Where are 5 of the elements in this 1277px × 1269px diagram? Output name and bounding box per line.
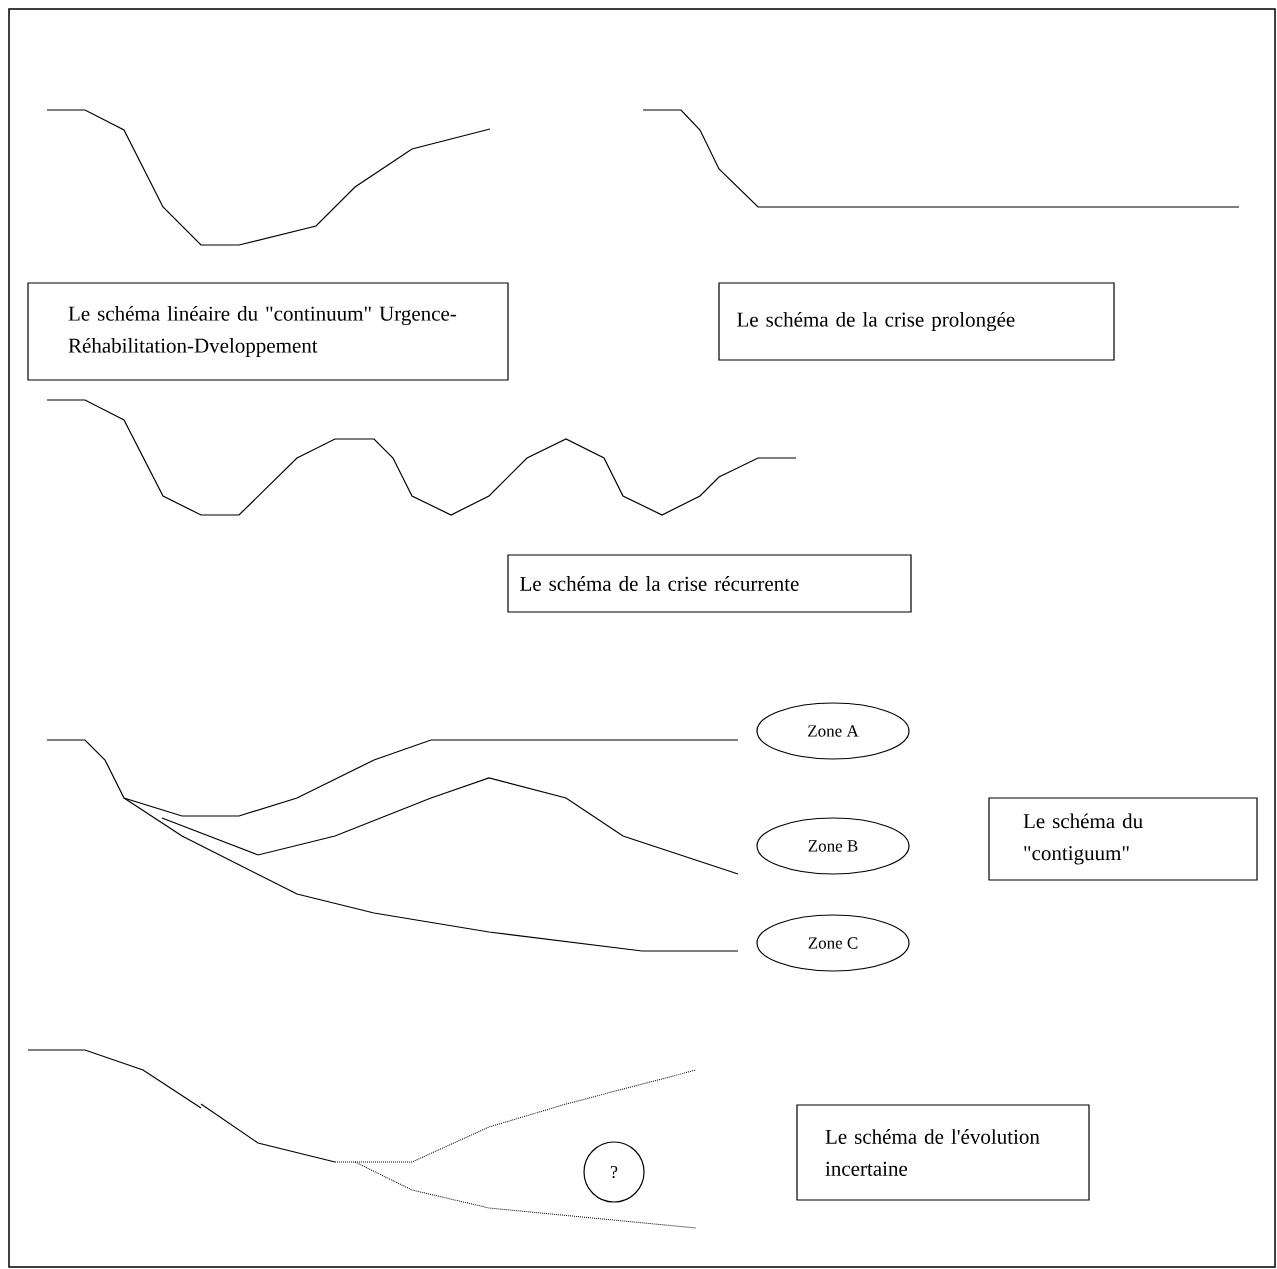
text-box: Le schéma de l'évolution incertaine bbox=[796, 1104, 1090, 1201]
text-box: Le schéma du "contiguum" bbox=[988, 797, 1258, 881]
text-box: Le schéma linéaire du "continuum" Urgence-Réhabilitation-Dveloppement bbox=[27, 282, 509, 381]
text-box: Le schéma de la crise récurrente bbox=[507, 554, 912, 613]
text-box: Le schéma de la crise prolongée bbox=[718, 282, 1115, 361]
